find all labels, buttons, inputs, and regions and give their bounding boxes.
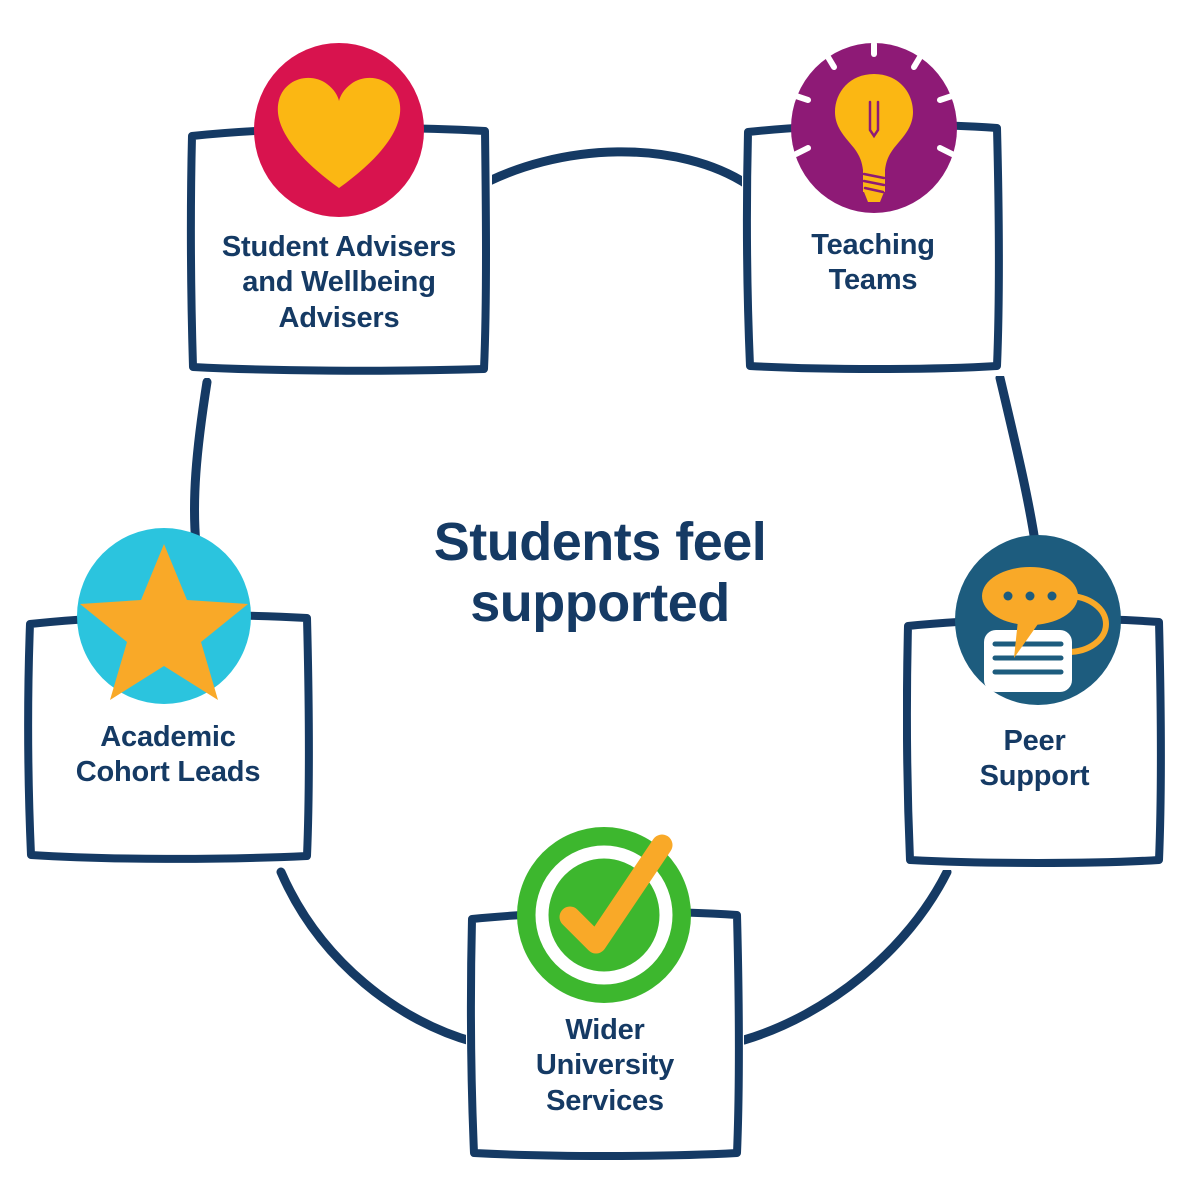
connector-academic-cohort-leads-to-wider-university-services — [276, 867, 479, 1047]
card-label-teaching-teams: Teaching Teams — [742, 228, 1004, 299]
connector-student-advisers-to-teaching-teams — [467, 147, 753, 195]
label-line: Teams — [828, 264, 918, 297]
label-line: Student Advisers — [221, 231, 457, 263]
lightbulb-icon — [791, 41, 957, 213]
label-line: Academic — [100, 721, 236, 753]
center-title: Students feel supported — [330, 512, 870, 634]
star-icon — [77, 528, 251, 704]
label-line: Services — [546, 1084, 664, 1117]
center-title-line-1: Students feel — [433, 512, 767, 572]
center-title-line-2: supported — [470, 573, 730, 634]
heart-icon — [254, 43, 424, 217]
card-label-student-advisers: Student Advisers and Wellbeing Advisers — [186, 230, 492, 336]
card-student-advisers[interactable]: Student Advisers and Wellbeing Advisers — [186, 43, 492, 378]
card-label-wider-university-services: Wider University Services — [466, 1013, 744, 1119]
check-circle-icon-wrap — [512, 823, 696, 1007]
card-label-peer-support: Peer Support — [903, 724, 1166, 795]
heart-icon-wrap — [249, 40, 429, 220]
connector-teaching-teams-to-peer-support — [995, 373, 1041, 553]
card-peer-support[interactable]: Peer Support — [903, 535, 1166, 870]
label-line: University — [535, 1049, 675, 1082]
label-line: Support — [979, 760, 1090, 793]
connector-wider-university-services-to-peer-support — [739, 867, 952, 1045]
card-label-academic-cohort-leads: Academic Cohort Leads — [22, 720, 314, 791]
label-line: Wider — [565, 1014, 645, 1046]
card-teaching-teams[interactable]: Teaching Teams — [742, 41, 1004, 376]
label-line: and Wellbeing — [242, 266, 436, 299]
label-line: Teaching — [811, 229, 935, 261]
speech-bubbles-document-icon — [955, 535, 1121, 705]
label-line: Advisers — [278, 301, 400, 334]
label-line: Peer — [1003, 725, 1066, 757]
card-wider-university-services[interactable]: Wider University Services — [466, 827, 744, 1163]
lightbulb-icon-wrap — [786, 40, 962, 216]
star-icon-wrap — [72, 524, 256, 708]
speech-bubbles-document-icon-wrap — [950, 532, 1126, 708]
check-circle-icon — [517, 827, 691, 1003]
label-line: Cohort Leads — [75, 756, 261, 789]
connector-student-advisers-to-academic-cohort-leads — [189, 377, 212, 550]
card-academic-cohort-leads[interactable]: Academic Cohort Leads — [22, 528, 314, 866]
